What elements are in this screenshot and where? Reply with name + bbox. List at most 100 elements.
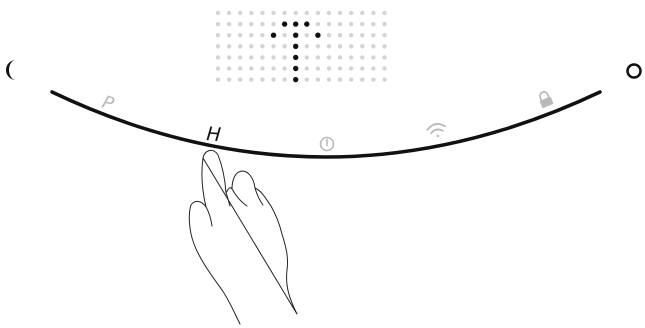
dot	[249, 33, 253, 37]
dot	[327, 66, 331, 70]
dot	[216, 22, 220, 26]
dot	[305, 55, 309, 59]
dot	[305, 44, 309, 48]
dot	[227, 66, 231, 70]
dot-lit	[293, 55, 298, 60]
dot	[216, 66, 220, 70]
dot	[338, 11, 342, 15]
dot	[338, 55, 342, 59]
dot-lit	[293, 21, 298, 26]
lock-icon[interactable]	[537, 90, 554, 108]
dot	[238, 33, 242, 37]
dot	[216, 55, 220, 59]
dot	[238, 66, 242, 70]
dot	[371, 55, 375, 59]
dot-lit	[315, 33, 320, 38]
dot	[227, 44, 231, 48]
dot	[360, 44, 364, 48]
dot	[371, 66, 375, 70]
dot	[327, 22, 331, 26]
dot	[282, 77, 286, 81]
dot-lit	[293, 33, 298, 38]
dot	[271, 77, 275, 81]
dot	[349, 77, 353, 81]
dot	[238, 77, 242, 81]
dot	[271, 22, 275, 26]
dot	[227, 33, 231, 37]
dot	[338, 77, 342, 81]
dot	[338, 44, 342, 48]
dot	[260, 55, 264, 59]
dot	[360, 55, 364, 59]
moon-icon[interactable]	[6, 60, 16, 80]
hand-pointer-icon	[189, 150, 297, 324]
dot-lit	[293, 66, 298, 71]
dot-lit	[304, 21, 309, 26]
dot	[260, 66, 264, 70]
dot	[238, 22, 242, 26]
dot	[260, 11, 264, 15]
dot	[227, 22, 231, 26]
dot	[316, 66, 320, 70]
dot	[249, 55, 253, 59]
dot	[327, 33, 331, 37]
dot	[260, 44, 264, 48]
dot	[316, 44, 320, 48]
dot	[382, 33, 386, 37]
dot	[349, 33, 353, 37]
dot	[338, 33, 342, 37]
dot	[382, 55, 386, 59]
dot	[338, 66, 342, 70]
wifi-icon[interactable]	[427, 122, 447, 139]
dot	[282, 11, 286, 15]
dot	[382, 44, 386, 48]
dot	[371, 11, 375, 15]
dot	[305, 66, 309, 70]
dot	[382, 77, 386, 81]
dot	[294, 11, 298, 15]
dot	[371, 33, 375, 37]
dot	[249, 66, 253, 70]
circle-icon[interactable]	[628, 65, 641, 78]
dot	[382, 66, 386, 70]
dot	[327, 77, 331, 81]
dot	[227, 77, 231, 81]
dot	[260, 33, 264, 37]
dot	[316, 77, 320, 81]
dot	[271, 11, 275, 15]
dot	[271, 55, 275, 59]
dot	[282, 66, 286, 70]
dot	[382, 11, 386, 15]
dot	[316, 22, 320, 26]
dot	[249, 22, 253, 26]
dot	[360, 66, 364, 70]
dot	[216, 44, 220, 48]
dot	[360, 77, 364, 81]
dot	[271, 66, 275, 70]
dot	[238, 11, 242, 15]
dot-lit	[293, 44, 298, 49]
dot	[382, 22, 386, 26]
dot-lit	[282, 21, 287, 26]
mode-h-label[interactable]: H	[206, 123, 222, 146]
dot	[316, 11, 320, 15]
dot	[327, 44, 331, 48]
dot	[360, 22, 364, 26]
dot	[271, 44, 275, 48]
dot	[227, 55, 231, 59]
dot	[260, 77, 264, 81]
dot	[349, 11, 353, 15]
dot	[282, 33, 286, 37]
dot	[282, 55, 286, 59]
dot	[360, 11, 364, 15]
dot	[249, 44, 253, 48]
dot	[371, 22, 375, 26]
mode-p-label[interactable]: P	[99, 92, 116, 115]
dot	[216, 77, 220, 81]
dot	[238, 44, 242, 48]
power-icon[interactable]	[321, 138, 334, 151]
dot	[305, 77, 309, 81]
dial-arc[interactable]	[52, 92, 600, 157]
dot	[216, 11, 220, 15]
